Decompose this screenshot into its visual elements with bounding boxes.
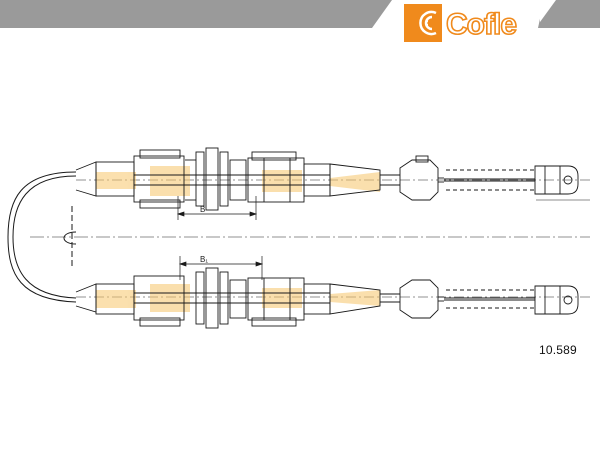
header-banner [0, 0, 600, 28]
dimension-b1 [178, 256, 264, 280]
dimension-b1-label: B₁ [200, 255, 208, 264]
logo-wordmark: Cofle [446, 8, 516, 41]
part-number: 10.589 [539, 343, 577, 357]
cable-loop [7, 171, 77, 303]
cofle-logo: Cofle [404, 4, 518, 42]
lower-cable-assembly: B₁ [75, 255, 579, 329]
dimension-b [176, 196, 258, 220]
upper-cable-assembly: B [75, 147, 590, 220]
dimension-b-label: B [200, 205, 205, 214]
